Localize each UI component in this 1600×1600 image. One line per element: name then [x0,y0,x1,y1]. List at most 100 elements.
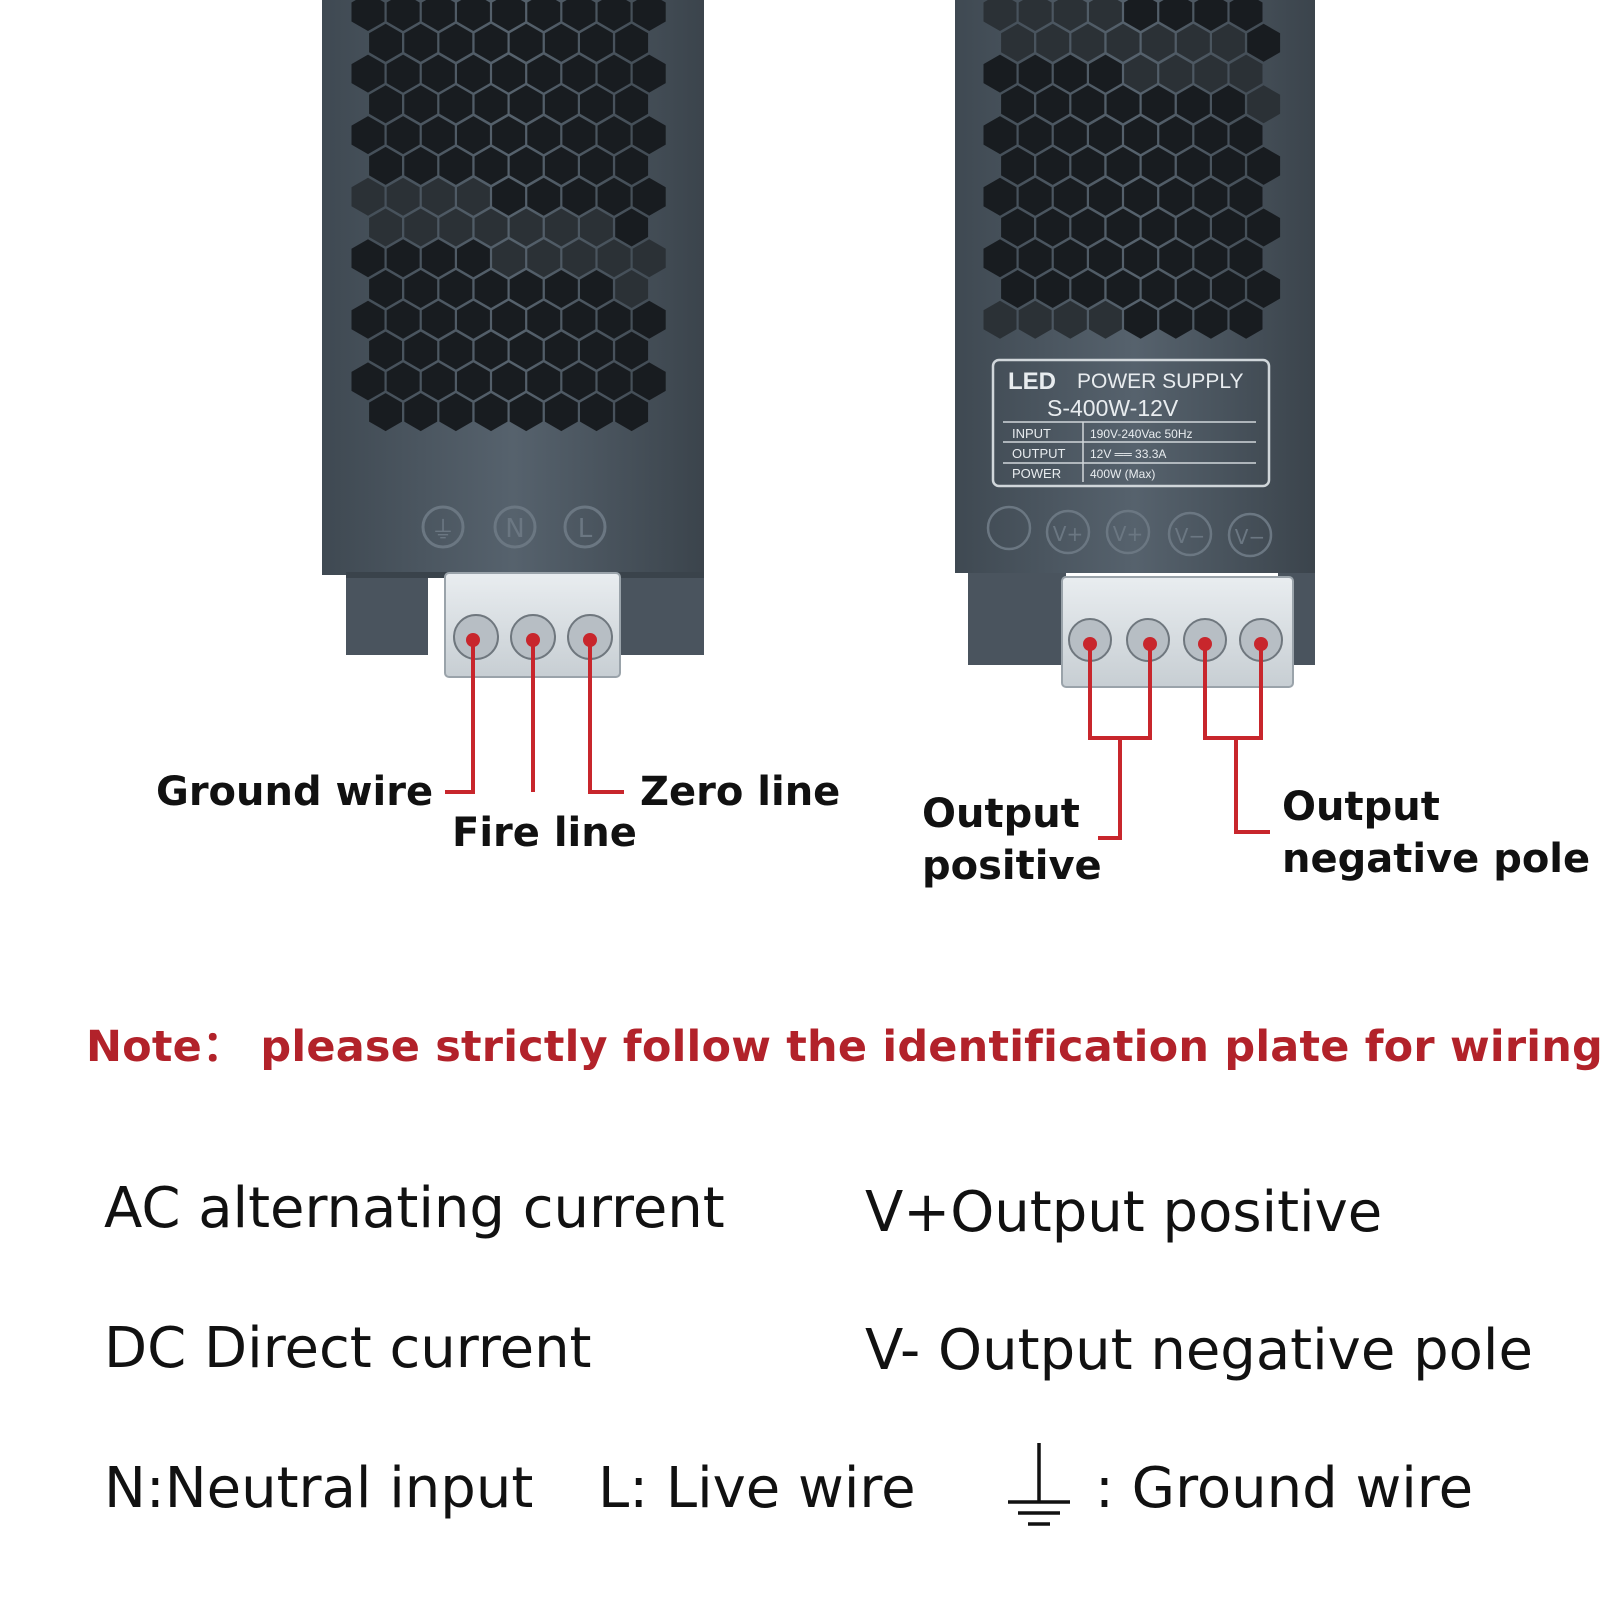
vent-hole [1089,300,1122,339]
vent-hole [1229,177,1263,216]
vent-hole [386,239,420,278]
vent-hole [421,362,455,401]
vent-hole [509,85,543,124]
vent-hole [562,177,596,216]
vent-hole [439,331,473,370]
vent-hole [492,239,526,278]
vent-hole [404,85,438,124]
vent-hole [983,0,1017,31]
vent-hole [369,270,402,308]
vent-hole [492,300,526,339]
vent-hole [492,0,526,31]
vent-hole [351,177,385,216]
legend-neutral: N:Neutral input [104,1456,534,1521]
plate-title: POWER SUPPLY [1077,370,1243,393]
vent-hole [1194,54,1228,93]
vent-hole [404,208,438,247]
vent-hole [1159,300,1193,339]
vent-hole [1106,208,1140,247]
vent-hole [1159,116,1193,155]
plate-output-label: OUTPUT [1012,446,1066,461]
vent-hole [1053,177,1087,216]
vent-hole [439,393,473,432]
output-negative-line2: negative pole [1282,836,1591,882]
vent-hole [1106,85,1140,124]
output-negative-line1: Output [1282,784,1440,830]
vent-hole [351,116,385,155]
legend-ground: : Ground wire [1095,1456,1474,1521]
vent-hole [983,54,1017,93]
vent-hole [1176,208,1210,247]
vent-hole [1018,300,1052,339]
vent-hole [474,208,508,247]
vminus-mark: V− [1175,524,1205,548]
vent-hole [562,116,596,155]
vent-hole [1018,0,1052,31]
vent-hole [1071,146,1105,185]
vent-hole [386,300,420,339]
output-negative-label: Output negative pole [1282,781,1590,885]
vent-hole [1159,54,1193,93]
vent-hole [1001,146,1034,185]
vent-hole [1106,270,1140,308]
vent-hole [544,331,578,370]
vent-hole [1053,0,1087,31]
vent-hole [1176,85,1210,124]
vent-grille [983,0,1281,339]
vent-hole [544,85,578,124]
vent-hole [1001,85,1034,124]
vent-hole [474,23,508,62]
zero-line-label: Zero line [640,769,841,815]
vent-hole [597,116,631,155]
vent-hole [1194,300,1228,339]
vent-hole [983,300,1017,339]
vent-hole [492,177,526,216]
vent-hole [1141,23,1175,62]
vent-hole [632,0,666,31]
vent-hole [1176,270,1210,308]
vent-hole [1141,270,1175,308]
vent-hole [421,177,455,216]
vent-hole [457,362,490,401]
vent-hole [527,54,561,93]
ground-symbol-icon [1008,1443,1070,1526]
vent-hole [632,177,666,216]
vent-hole [1159,239,1193,278]
legend-dc: DC Direct current [104,1316,592,1381]
vent-hole [457,239,490,278]
vent-hole [404,393,438,432]
vent-hole [562,362,596,401]
vent-hole [369,331,402,370]
vent-hole [474,146,508,185]
vent-hole [1229,0,1263,31]
vent-hole [597,300,631,339]
vent-hole [1124,300,1158,339]
vent-hole [509,331,543,370]
vent-hole [1001,23,1034,62]
vent-hole [632,239,666,278]
vent-hole [492,362,526,401]
vent-hole [1036,270,1070,308]
vent-hole [1018,54,1052,93]
ground-mark: ⏚ [431,516,455,544]
vent-hole [562,239,596,278]
vent-hole [615,331,649,370]
vent-hole [527,116,561,155]
rating-plate: LED POWER SUPPLY S-400W-12V INPUT 190V-2… [991,358,1271,488]
vent-hole [632,54,666,93]
vent-hole [351,362,385,401]
dc-callout-lines [1083,637,1270,840]
vent-hole [1124,177,1158,216]
vent-hole [439,208,473,247]
vent-hole [615,208,649,247]
vent-hole [474,270,508,308]
vent-hole [421,54,455,93]
output-positive-line1: Output [922,791,1080,837]
neutral-mark: N [505,514,524,544]
vent-hole [1247,85,1281,124]
plate-brand: LED [1008,368,1056,395]
vent-hole [1124,239,1158,278]
ground-wire-label: Ground wire [156,769,434,815]
vent-hole [1212,85,1245,124]
vminus-mark: V− [1235,525,1265,549]
